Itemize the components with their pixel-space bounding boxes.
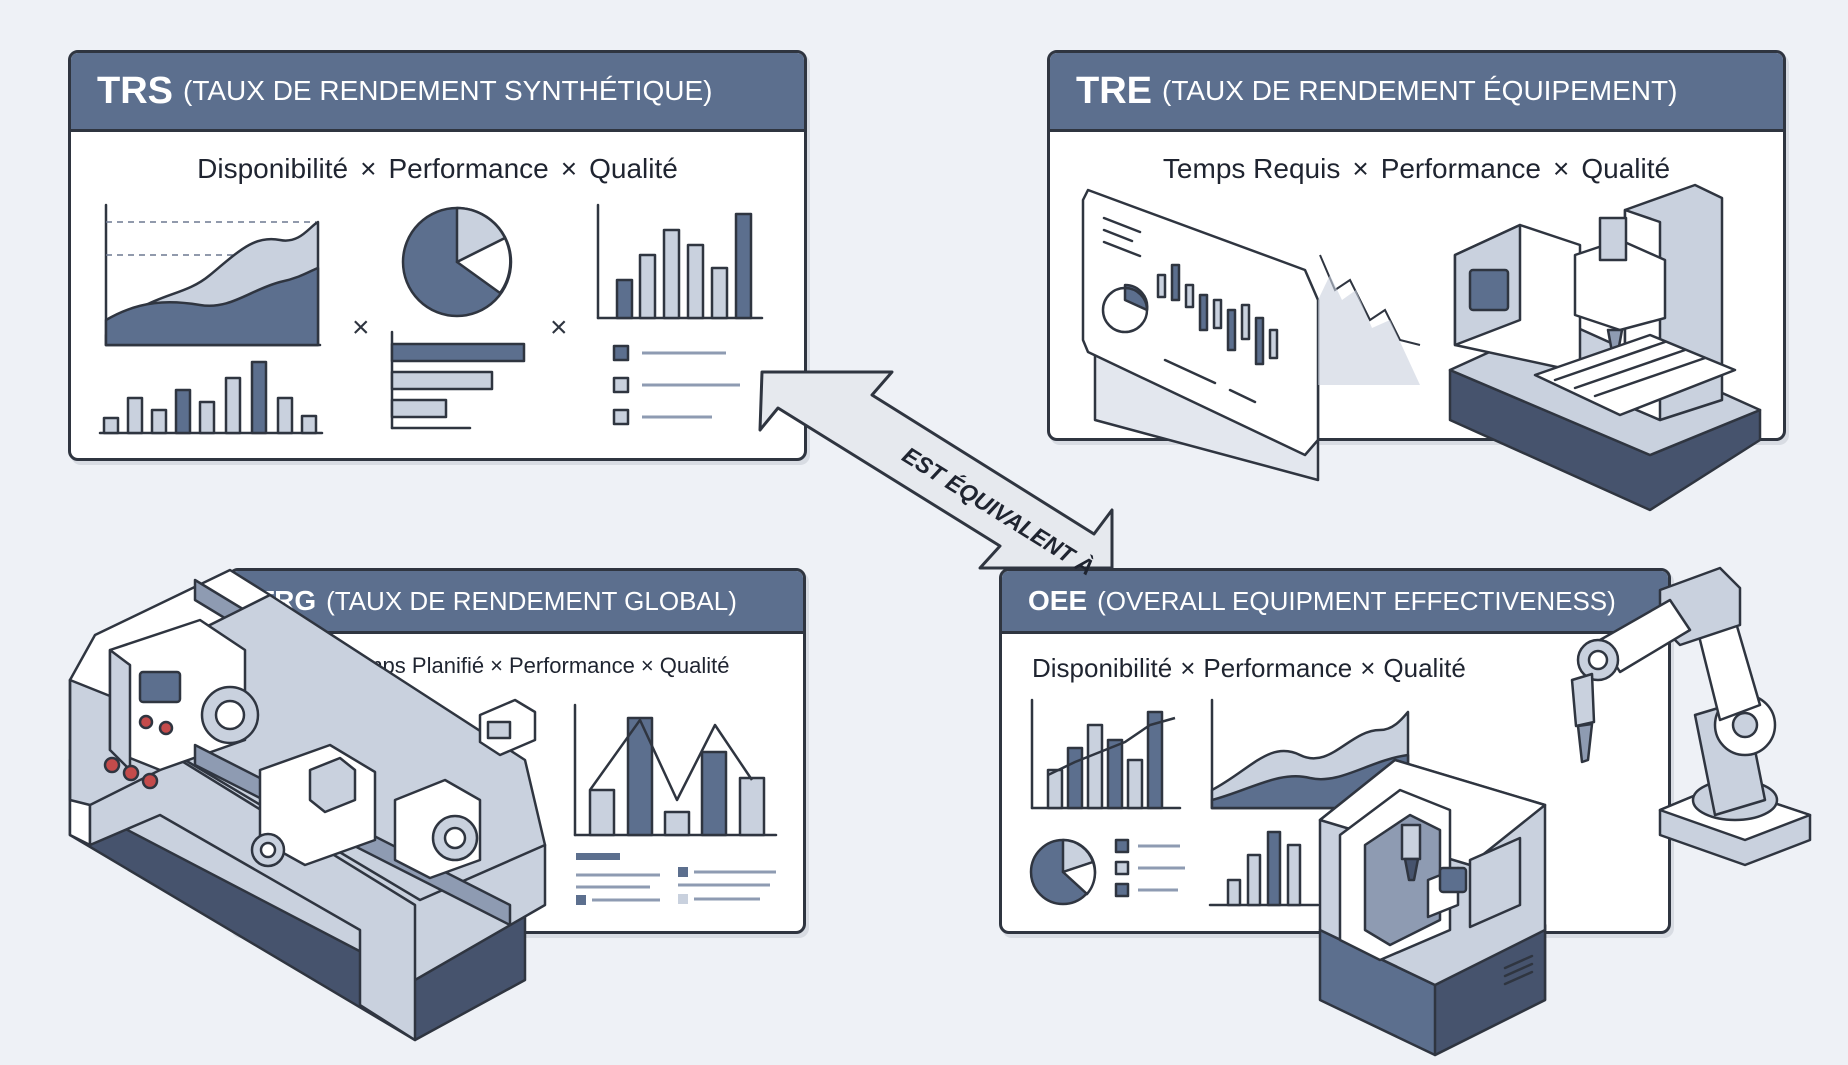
oee-checklist — [1114, 838, 1185, 898]
pie-chart-icon — [401, 206, 513, 318]
formula-term: Qualité — [1383, 653, 1466, 683]
bar-chart-small-icon — [98, 360, 324, 435]
multiply-operator: × — [1552, 153, 1570, 184]
panel-trg-full-name: (TAUX DE RENDEMENT GLOBAL) — [326, 585, 737, 616]
cnc-milling-machine-icon — [1448, 183, 1762, 512]
formula-term: Temps Requis — [1162, 153, 1341, 184]
equivalence-arrow — [758, 370, 1114, 570]
formula-term: Disponibilité — [1032, 653, 1173, 683]
multiply-operator: × — [490, 653, 503, 678]
panel-trs-header: TRS (TAUX DE RENDEMENT SYNTHÉTIQUE) — [71, 53, 804, 132]
panel-oee-header: OEE (OVERALL EQUIPMENT EFFECTIVENESS) — [1002, 571, 1668, 634]
formula-term: Performance — [388, 153, 549, 184]
trg-checklist — [576, 853, 776, 905]
lathe-machine-icon — [68, 568, 547, 1042]
multiply-operator: × — [1360, 653, 1376, 683]
formula-term: Performance — [508, 653, 635, 678]
formula-term: Performance — [1380, 153, 1541, 184]
panel-tre-header: TRE (TAUX DE RENDEMENT ÉQUIPEMENT) — [1050, 53, 1783, 132]
horizontal-bar-chart-icon — [390, 330, 526, 430]
formula-term: Qualité — [1581, 153, 1671, 184]
bar-chart-icon — [596, 203, 764, 320]
formula-term: Qualité — [589, 153, 678, 184]
dashboard-screen-icon — [1081, 188, 1421, 482]
panel-oee-abbr: OEE — [1028, 585, 1088, 616]
panel-tre-abbr: TRE — [1076, 69, 1152, 112]
formula-term: Performance — [1203, 653, 1353, 683]
multiply-operator: × — [560, 153, 578, 184]
panel-trs-formula: Disponibilité × Performance × Qualité — [71, 153, 804, 185]
panel-oee-full-name: (OVERALL EQUIPMENT EFFECTIVENESS) — [1097, 585, 1616, 616]
oee-bar-line-chart — [1030, 698, 1182, 810]
formula-term: Disponibilité — [197, 153, 349, 184]
robot-arm-icon — [1570, 566, 1812, 867]
panel-trs-full-name: (TAUX DE RENDEMENT SYNTHÉTIQUE) — [183, 75, 713, 106]
multiply-operator: × — [352, 311, 370, 344]
machining-center-icon — [1318, 758, 1547, 1057]
trg-bar-line-chart — [573, 703, 778, 837]
multiply-operator: × — [1352, 153, 1369, 184]
formula-term: Qualité — [659, 653, 730, 678]
area-chart-icon — [104, 203, 322, 347]
oee-pie-chart — [1029, 838, 1097, 906]
multiply-operator: × — [1180, 653, 1196, 683]
panel-trs-abbr: TRS — [97, 69, 173, 112]
panel-tre-full-name: (TAUX DE RENDEMENT ÉQUIPEMENT) — [1162, 75, 1678, 106]
multiply-operator: × — [550, 311, 568, 344]
panel-oee-formula: Disponibilité×Performance×Qualité — [1032, 653, 1668, 684]
checklist-icon — [612, 344, 740, 426]
oee-bar-chart — [1208, 830, 1320, 907]
multiply-operator: × — [640, 653, 654, 678]
multiply-operator: × — [360, 153, 377, 184]
panel-tre-formula: Temps Requis × Performance × Qualité — [1050, 153, 1783, 185]
